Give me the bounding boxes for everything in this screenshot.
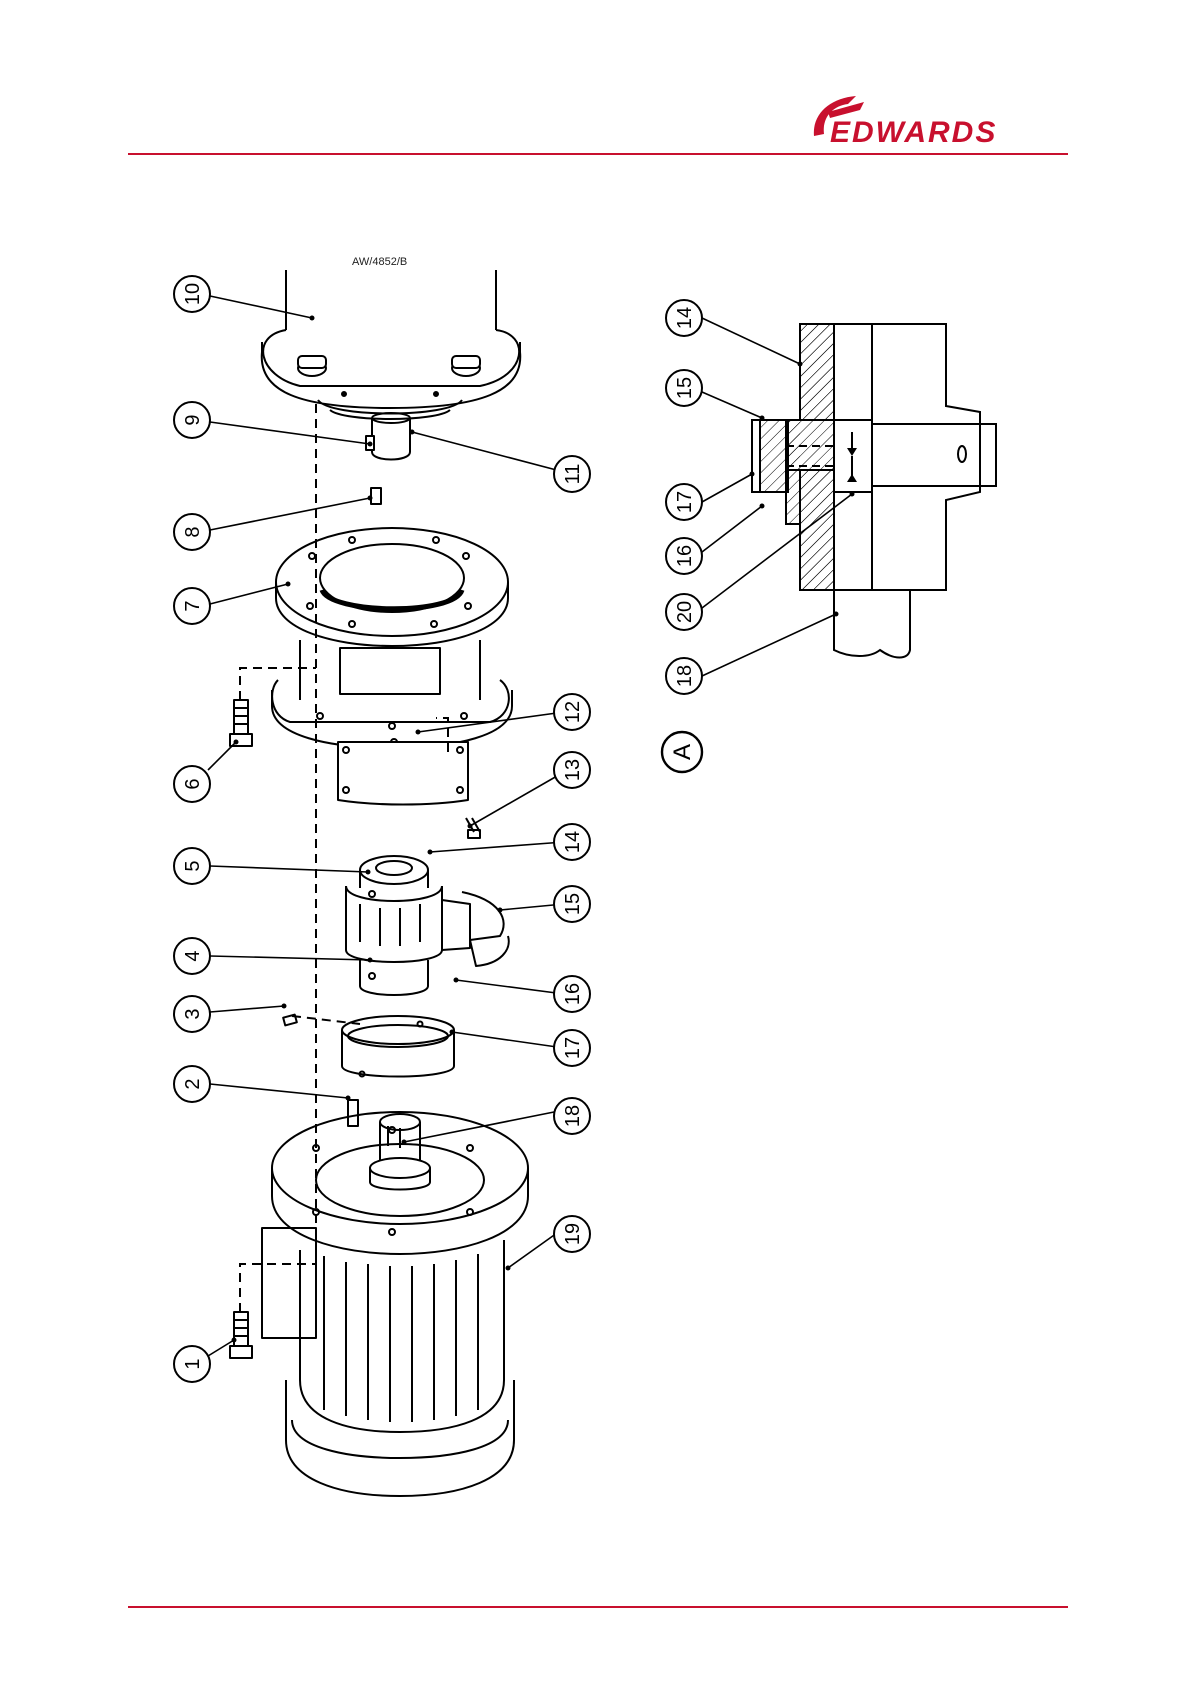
detail-a-section [752, 324, 996, 658]
callout-9: 9 [174, 402, 210, 438]
callout-15: 15 [554, 886, 590, 922]
svg-text:14: 14 [562, 831, 584, 853]
callout-10: 10 [174, 276, 210, 312]
callout-5: 5 [174, 848, 210, 884]
detail-label-a: A [662, 732, 702, 772]
svg-text:17: 17 [674, 491, 696, 513]
pump-housing [262, 270, 521, 419]
detail-callout-15: 15 [666, 370, 702, 406]
callout-18: 18 [554, 1098, 590, 1134]
svg-text:18: 18 [674, 665, 696, 687]
svg-text:15: 15 [674, 377, 696, 399]
svg-text:15: 15 [562, 893, 584, 915]
callout-8: 8 [174, 514, 210, 550]
svg-text:13: 13 [562, 759, 584, 781]
svg-text:17: 17 [562, 1037, 584, 1059]
svg-text:5: 5 [182, 860, 204, 871]
detail-callout-17: 17 [666, 484, 702, 520]
svg-text:6: 6 [182, 778, 204, 789]
motor-shaft [370, 1114, 430, 1190]
svg-text:4: 4 [182, 950, 204, 961]
callouts-detail: 14 15 17 16 20 18 A [662, 300, 702, 772]
svg-text:2: 2 [182, 1078, 204, 1089]
svg-text:20: 20 [674, 601, 696, 623]
callout-19: 19 [554, 1216, 590, 1252]
svg-text:16: 16 [562, 983, 584, 1005]
detail-callout-14: 14 [666, 300, 702, 336]
bracket-screw [230, 700, 252, 746]
svg-text:3: 3 [182, 1008, 204, 1019]
svg-text:14: 14 [674, 307, 696, 329]
leader-lines [208, 296, 852, 1356]
callout-11: 11 [554, 456, 590, 492]
svg-text:16: 16 [674, 545, 696, 567]
key [371, 488, 381, 504]
detail-callout-20: 20 [666, 594, 702, 630]
detail-callout-16: 16 [666, 538, 702, 574]
svg-text:10: 10 [182, 283, 204, 305]
adaptor-flange [276, 528, 508, 646]
callout-12: 12 [554, 694, 590, 730]
motor-key [348, 1100, 358, 1126]
detail-callout-18: 18 [666, 658, 702, 694]
callout-7: 7 [174, 588, 210, 624]
svg-text:A: A [669, 744, 696, 760]
svg-text:8: 8 [182, 526, 204, 537]
svg-text:12: 12 [562, 701, 584, 723]
svg-text:7: 7 [182, 600, 204, 611]
coupling-housing [272, 640, 512, 748]
callout-6: 6 [174, 766, 210, 802]
callout-1: 1 [174, 1346, 210, 1382]
svg-text:19: 19 [562, 1223, 584, 1245]
callout-4: 4 [174, 938, 210, 974]
callout-17: 17 [554, 1030, 590, 1066]
motor-screw [230, 1312, 252, 1358]
callout-16: 16 [554, 976, 590, 1012]
callout-3: 3 [174, 996, 210, 1032]
svg-text:9: 9 [182, 414, 204, 425]
callout-14: 14 [554, 824, 590, 860]
footer-rule [128, 1606, 1068, 1608]
coupling-sleeve [342, 1016, 454, 1077]
callouts-right: 11 12 13 14 15 16 17 18 19 [554, 456, 590, 1252]
svg-text:11: 11 [562, 464, 584, 485]
callouts-left: 10 9 8 7 6 5 4 3 2 1 [174, 276, 210, 1382]
svg-text:1: 1 [182, 1358, 204, 1369]
callout-2: 2 [174, 1066, 210, 1102]
callout-13: 13 [554, 752, 590, 788]
coupling-hub-lower [360, 960, 428, 995]
motor [262, 1112, 528, 1496]
svg-text:18: 18 [562, 1105, 584, 1127]
